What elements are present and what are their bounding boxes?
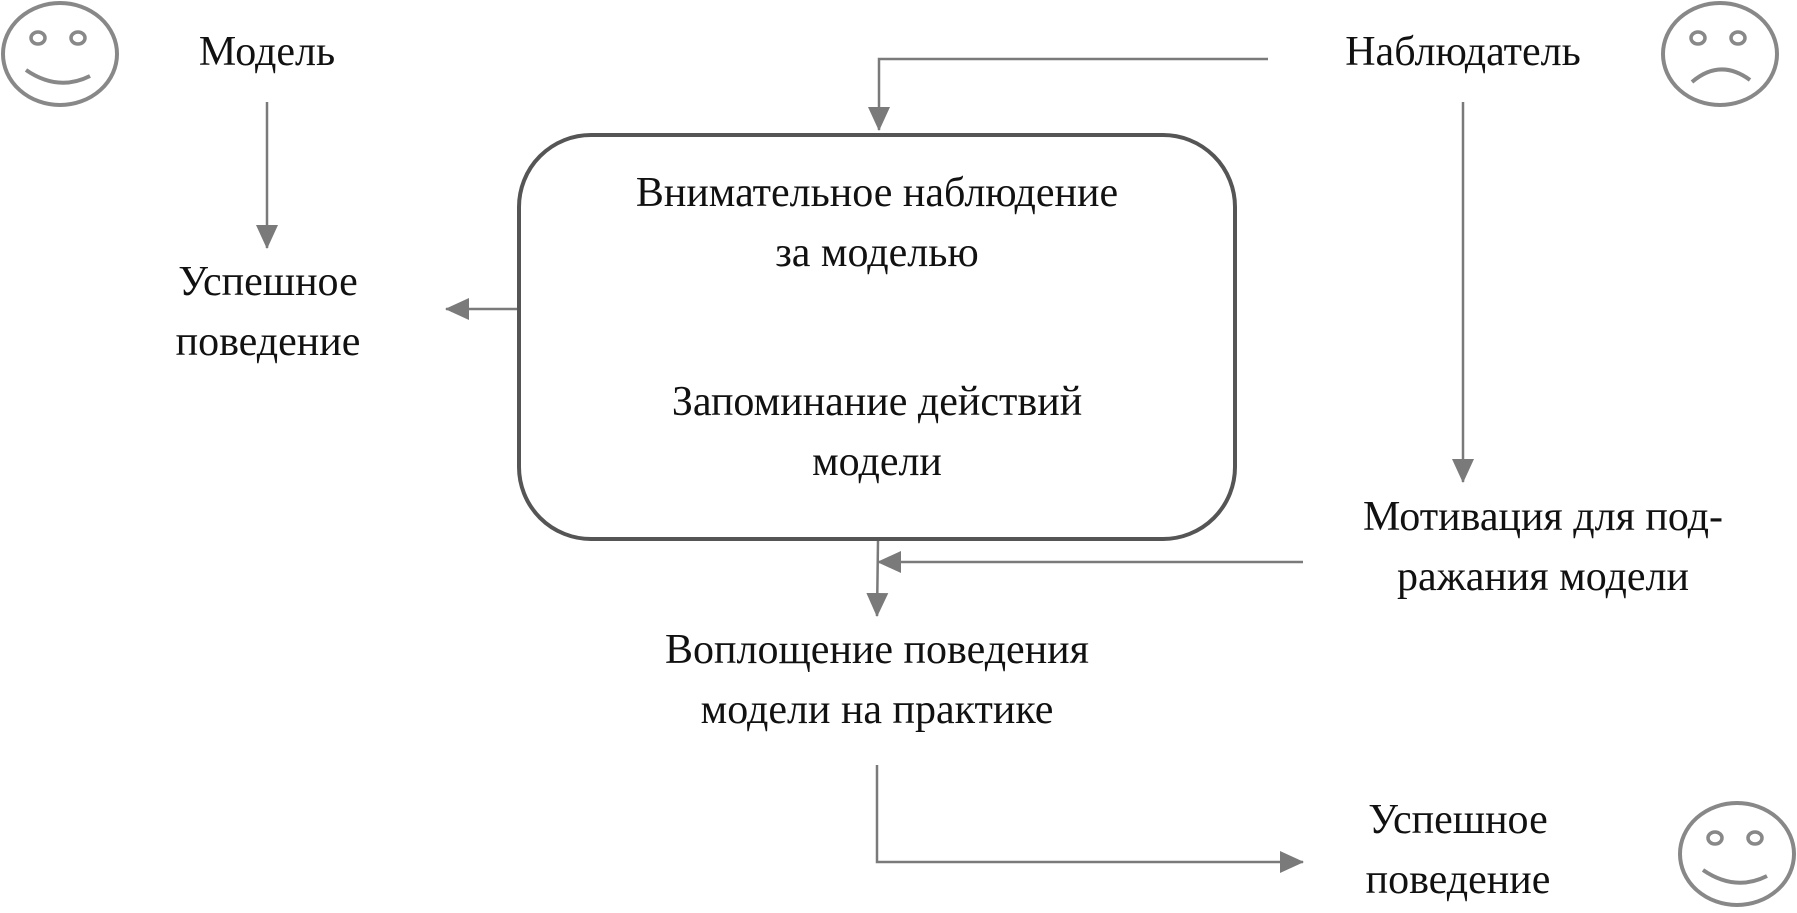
process-box [517,133,1237,541]
label-model-success: Успешное поведение [175,259,361,365]
sad-face-icon [1661,1,1779,107]
smiley-face-icon [1678,801,1796,907]
arrow-observer-to-box [868,57,1268,131]
label-retention: Запоминание действий модели [671,379,1083,485]
label-attention: Внимательное наблюдение за моделью [635,170,1119,276]
label-reproduction: Воплощение поведения модели на практике [665,627,1089,733]
arrow-reproduction-to-outcome [875,765,1304,873]
label-model: Модель [198,29,336,75]
arrow-box-to-reproduction [866,540,889,617]
label-observer: Наблюдатель [1345,29,1581,75]
smiley-face-icon [1,1,119,107]
label-outcome-success: Успешное поведение [1365,797,1551,903]
label-motivation: Мотивация для под- ражания модели [1362,494,1724,600]
